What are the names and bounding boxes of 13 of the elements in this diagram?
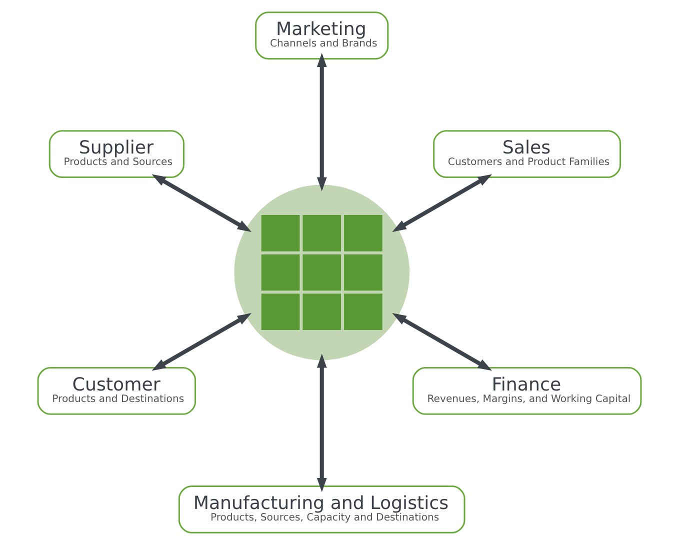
arrow [316, 354, 326, 492]
node-box: Finance Revenues, Margins, and Working Capital [412, 367, 642, 415]
arrow [151, 174, 252, 232]
arrow [316, 52, 326, 192]
node-box: Marketing Channels and Brands [254, 12, 388, 60]
node-box: Sales Customers and Product Families [432, 130, 621, 178]
node-box: Supplier Products and Sources [48, 130, 184, 178]
arrow [392, 313, 492, 371]
node-box: Manufacturing and Logistics Products, Sources, Capacity and Destinations [178, 486, 465, 534]
node-circle [234, 184, 410, 360]
arrow [392, 174, 492, 232]
arrow [151, 313, 252, 371]
node-box: Customer Products and Destinations [36, 367, 196, 415]
